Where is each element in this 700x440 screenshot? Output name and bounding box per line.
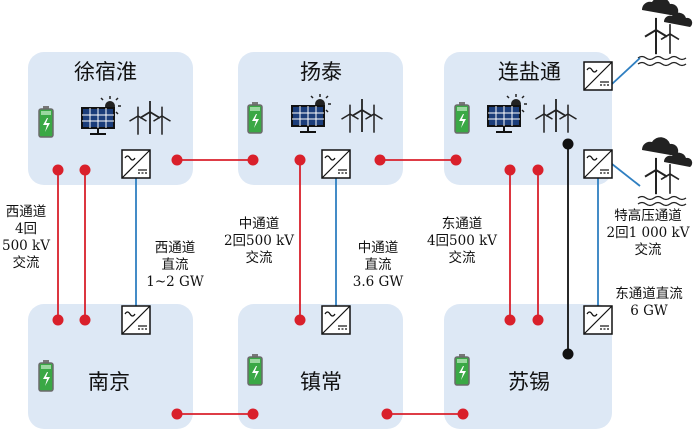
battery-icon (38, 105, 54, 138)
ac-nodes (52, 154, 544, 420)
converter-icon (583, 61, 613, 91)
uhv-node (562, 348, 574, 360)
solar-panel-icon (291, 93, 332, 133)
wind-turbine-icon (342, 99, 383, 133)
battery-icon (454, 353, 470, 386)
solar-panel-icon (81, 95, 122, 135)
solar-panel-icon (487, 93, 528, 133)
wind-turbine-icon (130, 101, 171, 135)
region-zhenchang (238, 304, 403, 429)
dc-lines (135, 57, 641, 306)
region-title-lianyantong: 连盐通 (498, 60, 561, 84)
region-title-xusuhuai: 徐宿淮 (74, 60, 137, 84)
offshore-wind-icon (638, 0, 692, 66)
uhv-node (562, 138, 574, 150)
battery-icon (454, 101, 470, 134)
wind-turbine-icon (536, 99, 577, 133)
converter-icon (321, 305, 351, 335)
region-title-zhenchang: 镇常 (300, 370, 342, 394)
region-title-suxi: 苏锡 (508, 370, 550, 394)
converter-icon (121, 149, 151, 179)
battery-icon (247, 101, 263, 134)
battery-icon (247, 353, 263, 386)
converter-icon (121, 305, 151, 335)
region-title-yangtai: 扬泰 (300, 60, 342, 84)
region-title-nanjing: 南京 (88, 370, 130, 394)
converter-icon (321, 149, 351, 179)
ac-lines (57, 159, 539, 415)
battery-icon (38, 359, 54, 392)
converter-icon (583, 149, 613, 179)
offshore-wind-icon (638, 137, 692, 205)
